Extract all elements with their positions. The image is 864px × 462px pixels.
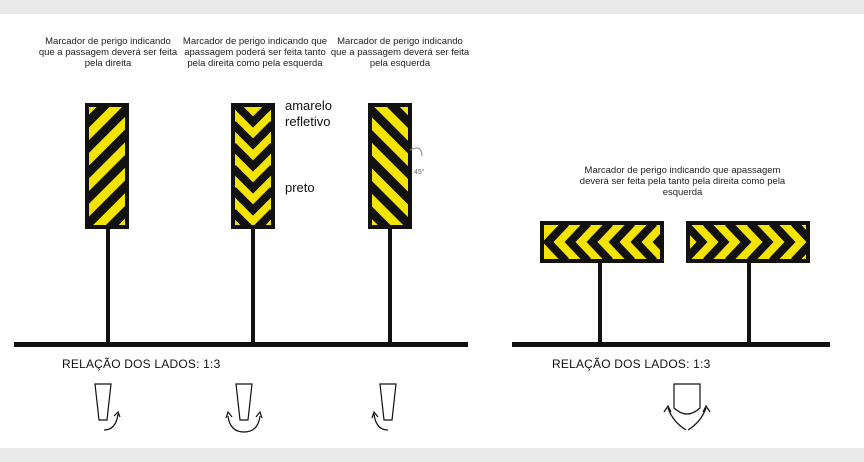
post-1 <box>106 227 110 343</box>
plan-symbol-right <box>94 383 121 431</box>
label-yellow: amarelo <box>285 98 332 113</box>
top-border <box>0 0 864 14</box>
horizontal-marker-left <box>542 223 662 261</box>
ratio-label-right: RELAÇÃO DOS LADOS: 1:3 <box>552 357 711 371</box>
danger-marker-left <box>368 103 412 229</box>
label-reflective: refletivo <box>285 114 331 129</box>
label-black: preto <box>285 180 315 195</box>
caption-right-passage: Marcador de perigo indicando que a passa… <box>38 36 178 69</box>
plan-symbol-both <box>225 383 263 433</box>
caption-left-passage: Marcador de perigo indicando que a passa… <box>330 36 470 69</box>
bottom-border <box>0 448 864 462</box>
caption-horizontal-both: Marcador de perigo indicando que apassag… <box>579 165 786 198</box>
ratio-label-left: RELAÇÃO DOS LADOS: 1:3 <box>62 357 221 371</box>
ground-line-left <box>14 342 468 347</box>
svg-text:45°: 45° <box>414 168 425 176</box>
horizontal-marker-right <box>688 223 808 261</box>
post-2 <box>251 227 255 343</box>
post-4 <box>598 261 602 343</box>
plan-symbol-left <box>371 383 397 431</box>
danger-marker-right <box>85 103 129 229</box>
post-5 <box>747 261 751 343</box>
caption-both-sides: Marcador de perigo indicando que apassag… <box>182 36 328 69</box>
post-3 <box>388 227 392 343</box>
plan-symbol-horizontal <box>663 383 711 431</box>
danger-marker-both <box>233 105 273 227</box>
ground-line-right <box>512 342 830 347</box>
